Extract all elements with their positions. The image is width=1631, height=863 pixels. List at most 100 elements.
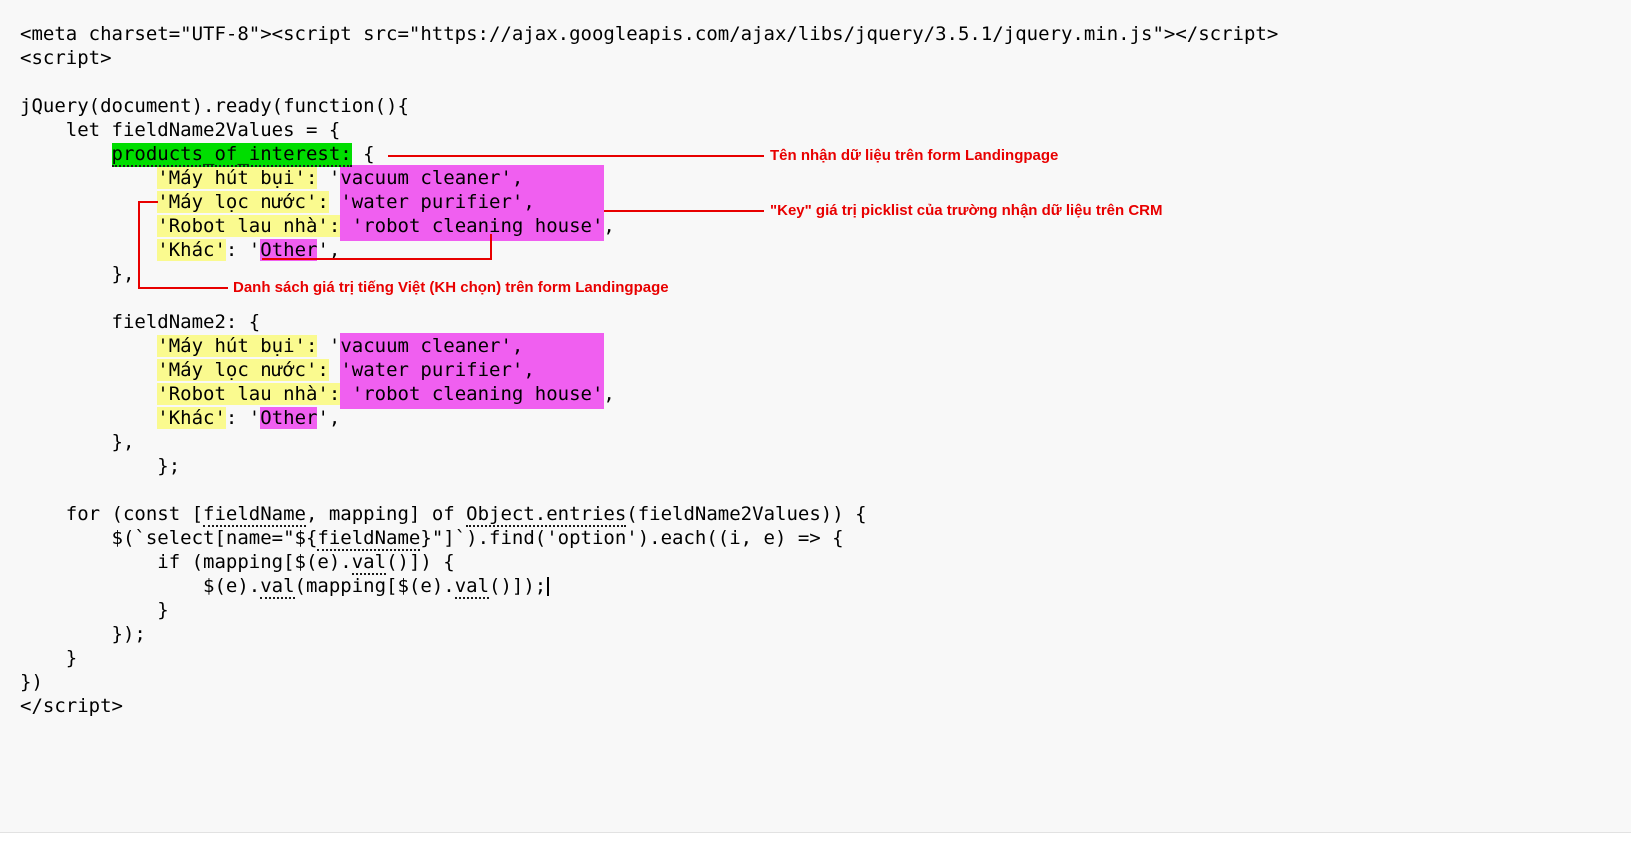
code-segment: fieldName xyxy=(317,527,421,551)
code-line: 'Máy lọc nước': 'water purifier', xyxy=(20,190,1278,214)
code-line: }) xyxy=(20,670,1278,694)
code-segment: for (const [ xyxy=(20,503,204,525)
connector-line-crm-key xyxy=(604,210,764,212)
code-segment: }, xyxy=(20,431,135,453)
code-segment: if (mapping[$(e). xyxy=(20,551,352,573)
connector-other-underline xyxy=(262,258,492,260)
code-segment: 'Máy hút bụi': xyxy=(157,167,318,189)
code-line: 'Máy lọc nước': 'water purifier', xyxy=(20,358,1278,382)
code-line: }; xyxy=(20,454,1278,478)
code-segment: products_of_interest: xyxy=(111,143,352,167)
code-segment: (fieldName2Values)) { xyxy=(626,503,867,525)
code-segment: }) xyxy=(20,671,43,693)
code-segment: }); xyxy=(20,623,146,645)
code-segment xyxy=(20,407,157,429)
code-segment: 'water purifier', xyxy=(328,191,535,213)
code-segment: val xyxy=(454,575,490,599)
code-segment: ', xyxy=(317,239,341,261)
code-line: fieldName2: { xyxy=(20,310,1278,334)
code-line: 'Robot lau nhà': 'robot cleaning house', xyxy=(20,382,1278,406)
annotation-vietnamese-value-list: Danh sách giá trị tiếng Việt (KH chọn) t… xyxy=(233,279,669,296)
code-segment: , mapping] of xyxy=(305,503,467,525)
bottom-strip xyxy=(0,832,1631,863)
code-line: $(`select[name="${fieldName}"]`).find('o… xyxy=(20,526,1278,551)
code-segment: } xyxy=(20,599,169,621)
code-segment xyxy=(20,335,157,357)
code-area: <meta charset="UTF-8"><script src="https… xyxy=(20,22,1278,718)
code-segment: let fieldName2Values = { xyxy=(20,119,341,141)
code-line: products_of_interest: { xyxy=(20,142,1278,167)
code-segment: : ' xyxy=(225,239,261,261)
code-line: } xyxy=(20,646,1278,670)
code-segment: }; xyxy=(20,455,181,477)
code-line: <meta charset="UTF-8"><script src="https… xyxy=(20,22,1278,46)
code-segment: }, xyxy=(20,263,135,285)
code-segment: } xyxy=(20,647,78,669)
code-segment: <meta charset="UTF-8"><script src="https… xyxy=(20,23,1279,45)
code-line: if (mapping[$(e).val()]) { xyxy=(20,550,1278,575)
highlight-magenta-block-2 xyxy=(340,333,604,409)
code-line: $(e).val(mapping[$(e).val()]); xyxy=(20,574,1278,599)
code-segment: 'Khác' xyxy=(157,407,226,429)
code-segment: : ' xyxy=(225,407,261,429)
code-line: }, xyxy=(20,430,1278,454)
code-line: 'Máy hút bụi': 'vacuum cleaner', xyxy=(20,334,1278,358)
code-segment xyxy=(20,167,157,189)
code-line: } xyxy=(20,598,1278,622)
code-line xyxy=(20,478,1278,502)
code-segment: val xyxy=(351,551,387,575)
annotation-crm-picklist-key: "Key" giá trị picklist của trường nhận d… xyxy=(770,202,1163,219)
connector-bracket-vertical xyxy=(138,201,140,289)
code-segment: fieldName xyxy=(203,503,306,527)
code-line xyxy=(20,70,1278,94)
code-line: }); xyxy=(20,622,1278,646)
code-segment: <script> xyxy=(20,47,112,69)
code-segment xyxy=(20,359,157,381)
code-line: 'Máy hút bụi': 'vacuum cleaner', xyxy=(20,166,1278,190)
connector-other-vertical xyxy=(490,234,492,260)
code-segment xyxy=(20,383,157,405)
code-segment: 'Robot lau nhà': xyxy=(157,215,341,237)
code-segment: fieldName2: { xyxy=(20,311,261,333)
code-segment: }"]`).find('option').each((i, e) => { xyxy=(420,527,844,549)
code-segment xyxy=(20,239,157,261)
code-segment: 'robot cleaning house', xyxy=(340,383,615,405)
code-segment: $(e). xyxy=(20,575,261,597)
code-line: jQuery(document).ready(function(){ xyxy=(20,94,1278,118)
code-segment: 'Máy lọc nước': xyxy=(157,359,329,381)
connector-bracket-top xyxy=(138,201,158,203)
code-segment: 'water purifier', xyxy=(328,359,535,381)
code-segment: ()]); xyxy=(489,575,547,597)
code-line: 'Khác': 'Other', xyxy=(20,238,1278,262)
code-line: 'Robot lau nhà': 'robot cleaning house', xyxy=(20,214,1278,238)
code-segment: ()]) { xyxy=(386,551,455,573)
code-segment: val xyxy=(260,575,295,599)
code-segment: Other xyxy=(260,407,318,429)
code-segment: </script> xyxy=(20,695,123,717)
text-cursor xyxy=(547,577,550,596)
annotation-landingpage-field-name: Tên nhận dữ liệu trên form Landingpage xyxy=(770,147,1059,164)
code-segment: $(`select[name="${ xyxy=(20,527,318,549)
code-segment: 'vacuum cleaner', xyxy=(317,167,524,189)
code-line: }, xyxy=(20,262,1278,286)
code-segment: 'Máy hút bụi': xyxy=(157,335,318,357)
code-line: for (const [fieldName, mapping] of Objec… xyxy=(20,502,1278,527)
code-segment: jQuery(document).ready(function(){ xyxy=(20,95,409,117)
code-segment: { xyxy=(351,143,375,165)
code-segment: (mapping[$(e). xyxy=(294,575,455,597)
code-segment: 'Máy lọc nước': xyxy=(157,191,329,213)
code-segment: 'robot cleaning house', xyxy=(340,215,615,237)
code-segment: 'vacuum cleaner', xyxy=(317,335,524,357)
code-line: </script> xyxy=(20,694,1278,718)
code-line: let fieldName2Values = { xyxy=(20,118,1278,142)
code-line: <script> xyxy=(20,46,1278,70)
highlight-magenta-block-1 xyxy=(340,165,604,241)
code-segment xyxy=(20,215,157,237)
code-segment xyxy=(20,143,112,165)
code-segment: Other xyxy=(260,239,318,261)
code-segment: Object.entries xyxy=(466,503,627,527)
code-line: 'Khác': 'Other', xyxy=(20,406,1278,430)
code-segment xyxy=(20,191,157,213)
code-segment: 'Robot lau nhà': xyxy=(157,383,341,405)
